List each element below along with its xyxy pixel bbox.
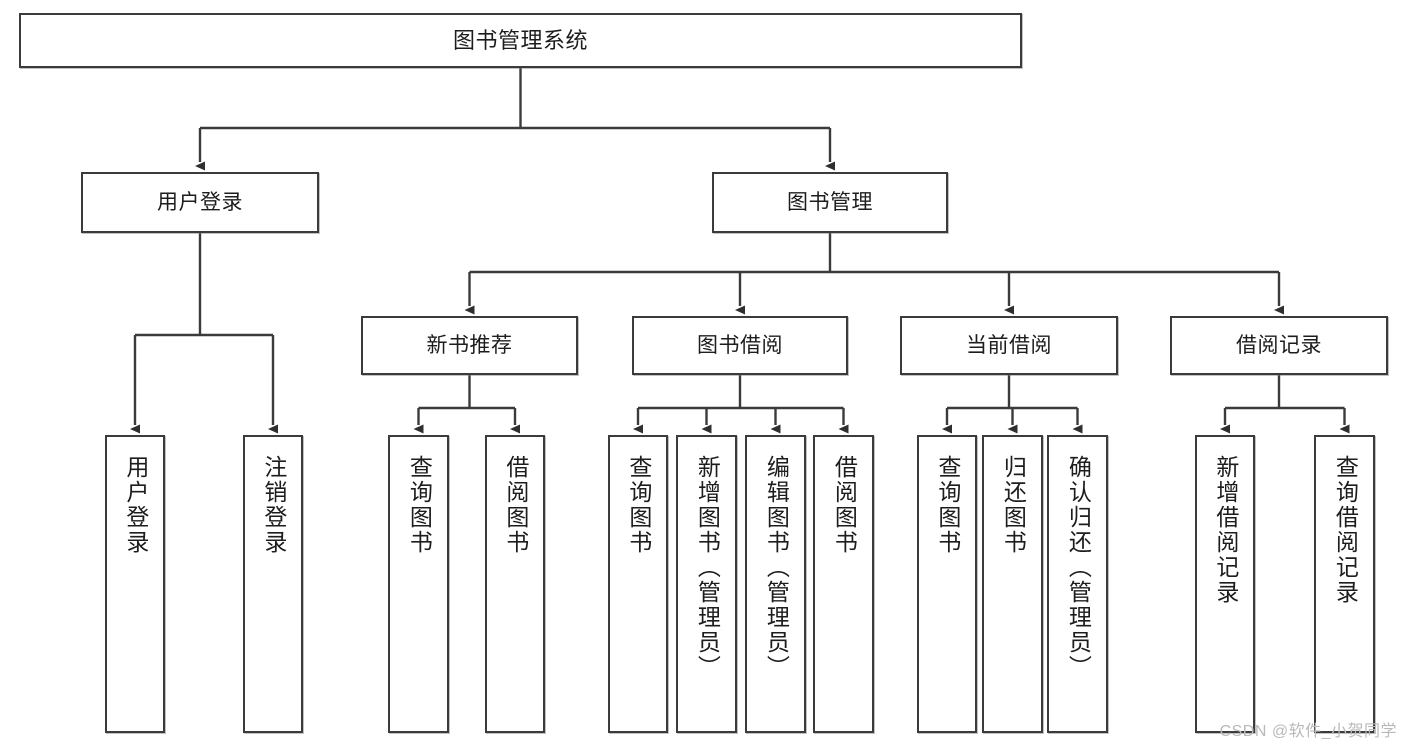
node-label: 当前借阅 — [966, 334, 1052, 357]
node-leaf-borrow-2[interactable]: 借阅图书 — [813, 435, 874, 733]
node-label: 图书管理 — [787, 191, 873, 214]
node-label: 新增图书（管理员） — [694, 455, 721, 680]
node-label: 图书借阅 — [697, 334, 783, 357]
node-leaf-add-rec[interactable]: 新增借阅记录 — [1195, 435, 1255, 733]
node-leaf-confirm[interactable]: 确认归还（管理员） — [1047, 435, 1108, 733]
node-label: 查询图书 — [934, 455, 961, 555]
node-borrow-record[interactable]: 借阅记录 — [1170, 316, 1388, 375]
node-new-book-rec[interactable]: 新书推荐 — [361, 316, 578, 375]
node-label: 用户登录 — [122, 455, 149, 555]
node-leaf-borrow-1[interactable]: 借阅图书 — [485, 435, 545, 733]
node-label: 用户登录 — [157, 191, 243, 214]
node-label: 借阅记录 — [1236, 334, 1322, 357]
node-leaf-logout[interactable]: 注销登录 — [243, 435, 303, 733]
node-label: 归还图书 — [1000, 455, 1027, 555]
node-book-borrow[interactable]: 图书借阅 — [632, 316, 848, 375]
node-leaf-add-book[interactable]: 新增图书（管理员） — [676, 435, 737, 733]
node-leaf-q-book-1[interactable]: 查询图书 — [388, 435, 449, 733]
node-leaf-q-book-2[interactable]: 查询图书 — [608, 435, 668, 733]
node-label: 新书推荐 — [426, 334, 513, 357]
node-label: 新增借阅记录 — [1212, 455, 1239, 605]
node-label: 注销登录 — [260, 455, 287, 555]
node-leaf-edit-book[interactable]: 编辑图书（管理员） — [745, 435, 806, 733]
node-label: 查询图书 — [625, 455, 652, 555]
node-label: 图书管理系统 — [452, 27, 588, 53]
node-label: 确认归还（管理员） — [1065, 455, 1092, 680]
node-user-login[interactable]: 用户登录 — [81, 172, 319, 233]
node-label: 借阅图书 — [502, 455, 529, 555]
node-root[interactable]: 图书管理系统 — [19, 13, 1022, 68]
node-current-borrow[interactable]: 当前借阅 — [900, 316, 1118, 375]
node-leaf-user-login[interactable]: 用户登录 — [105, 435, 165, 733]
node-leaf-q-rec[interactable]: 查询借阅记录 — [1314, 435, 1375, 733]
node-leaf-return[interactable]: 归还图书 — [982, 435, 1043, 733]
connector-lines — [130, 68, 1350, 434]
node-label: 编辑图书（管理员） — [763, 455, 790, 680]
node-label: 查询借阅记录 — [1332, 455, 1359, 605]
node-book-manage[interactable]: 图书管理 — [712, 172, 948, 233]
node-leaf-q-book-3[interactable]: 查询图书 — [917, 435, 977, 733]
node-label: 借阅图书 — [831, 455, 858, 555]
node-label: 查询图书 — [406, 455, 433, 555]
